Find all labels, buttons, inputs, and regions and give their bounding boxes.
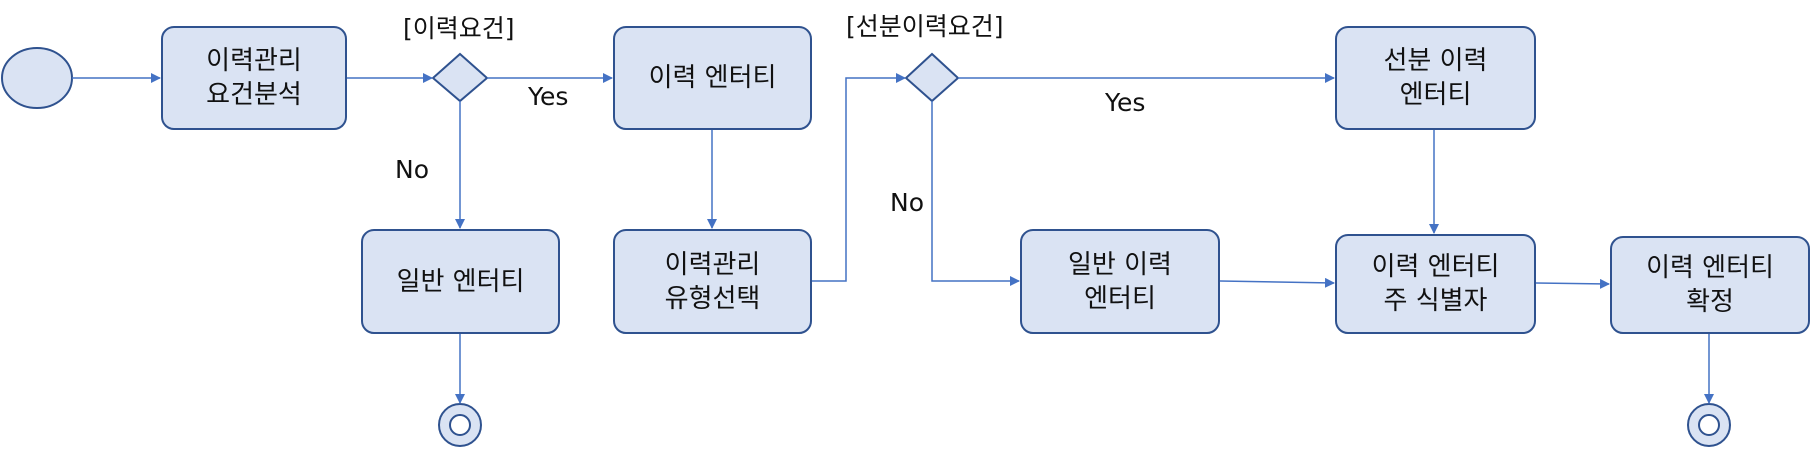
arrow-decision2-no bbox=[931, 101, 1020, 286]
arrow-identifier-to-confirm bbox=[1535, 278, 1610, 289]
connectors bbox=[72, 73, 1714, 404]
decision1-guard-label: [이력요건] bbox=[403, 14, 515, 43]
node-history-entity-primary-identifier: 이력 엔터티 주 식별자 bbox=[1335, 234, 1536, 334]
decision1-no-label: No bbox=[395, 155, 429, 184]
node-general-history-entity: 일반 이력 엔터티 bbox=[1020, 229, 1220, 334]
node-history-entity-confirm: 이력 엔터티 확정 bbox=[1610, 236, 1810, 334]
node-history-requirements-analysis: 이력관리 요건분석 bbox=[161, 26, 347, 130]
decision-diamond-segment-history-requirement bbox=[904, 52, 960, 103]
arrow-general-history-to-identifier bbox=[1219, 277, 1335, 288]
decision-diamond-history-requirement bbox=[431, 52, 489, 103]
node-segment-history-entity: 선분 이력 엔터티 bbox=[1335, 26, 1536, 130]
decision2-yes-label: Yes bbox=[1105, 88, 1146, 117]
node-history-type-selection: 이력관리 유형선택 bbox=[613, 229, 812, 334]
decision1-yes-label: Yes bbox=[528, 82, 569, 111]
decision2-no-label: No bbox=[890, 188, 924, 217]
start-node bbox=[1, 47, 73, 109]
end-node-right bbox=[1687, 403, 1731, 447]
decision2-guard-label: [선분이력요건] bbox=[846, 12, 1004, 41]
node-general-entity: 일반 엔터티 bbox=[361, 229, 560, 334]
node-history-entity: 이력 엔터티 bbox=[613, 26, 812, 130]
end-node-left bbox=[438, 403, 482, 447]
arrow-type-to-decision2 bbox=[812, 73, 906, 282]
